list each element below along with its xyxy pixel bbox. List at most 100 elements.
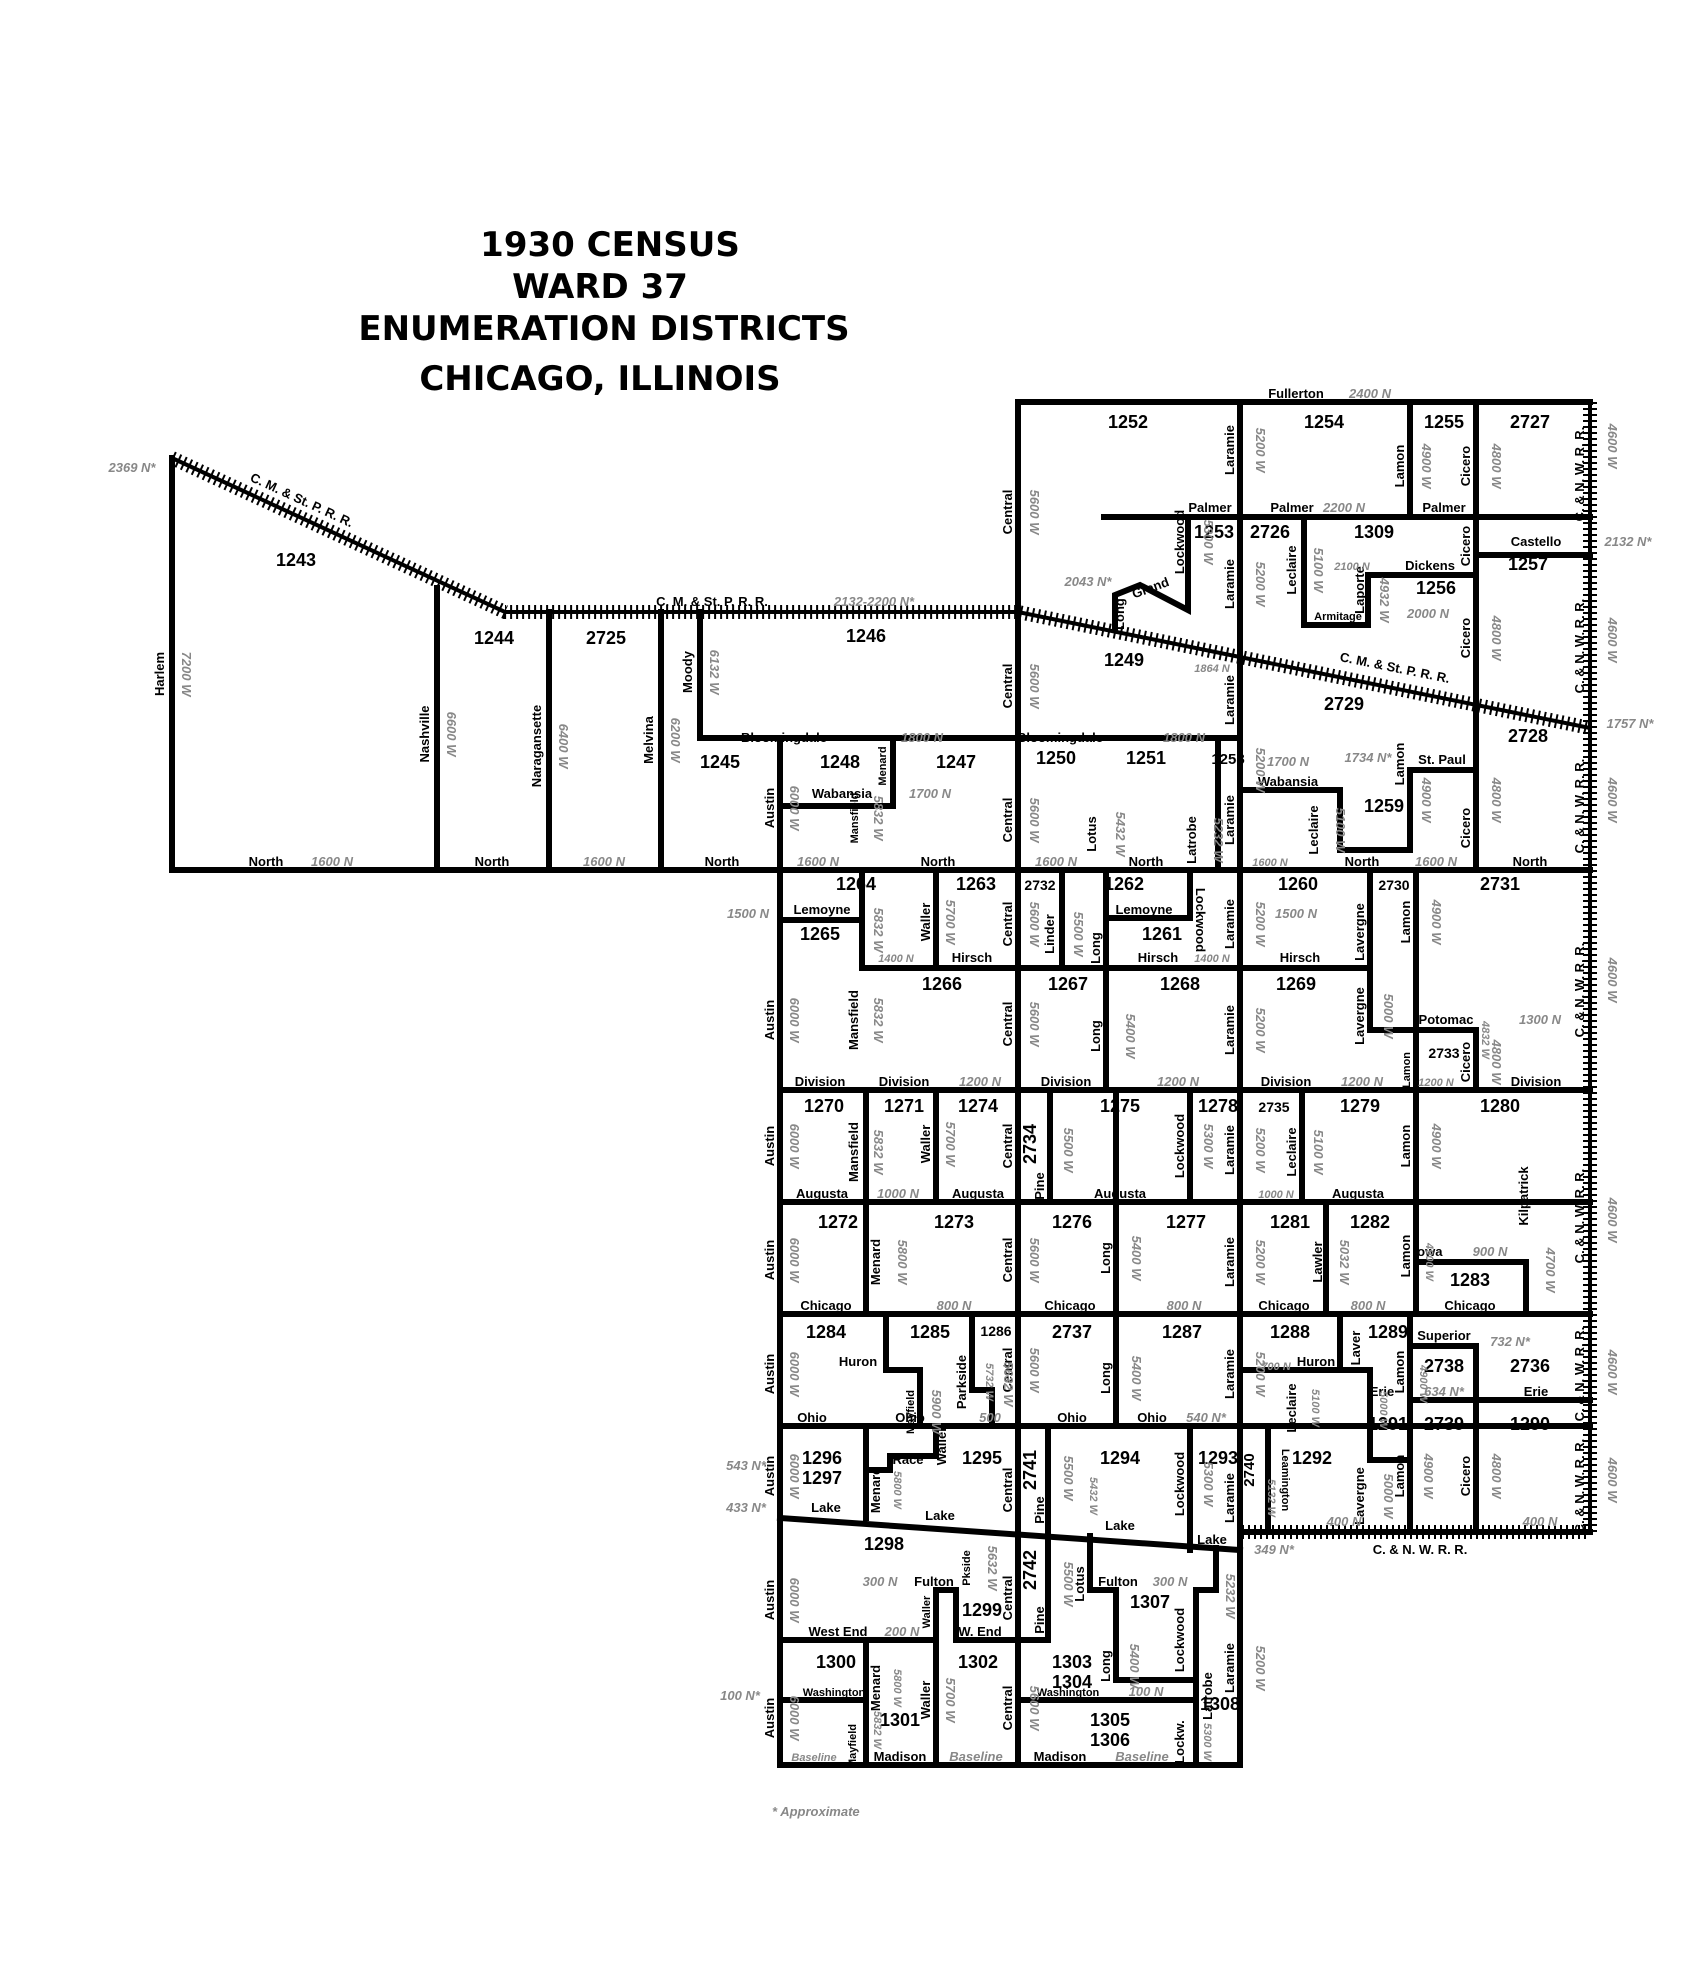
street-austin-4: Austin <box>762 1240 777 1281</box>
street-palmer-3: Palmer <box>1422 500 1465 515</box>
addr-400n-1: 400 N <box>1326 1514 1362 1529</box>
street-laramie-5: Laramie <box>1222 899 1237 949</box>
addr-5732w: 5732 W <box>983 1363 995 1403</box>
addr-2400n: 2400 N <box>1348 386 1392 401</box>
map-title: 1930 CENSUS WARD 37 ENUMERATION DISTRICT… <box>358 225 849 399</box>
addr-6000w-1: 6000 W <box>787 786 802 833</box>
street-long-1: Long <box>1088 932 1103 964</box>
street-fulton-2: Fulton <box>1098 1574 1138 1589</box>
district-1285: 1285 <box>910 1322 950 1342</box>
addr-5200w-9: 5200 W <box>1253 1646 1268 1693</box>
addr-5300w-4: 5300 W <box>1201 1723 1213 1763</box>
addr-800n-1: 800 N <box>937 1298 972 1313</box>
street-waller-1: Waller <box>918 903 933 942</box>
street-waller-2: Waller <box>918 1125 933 1164</box>
addr-4600w-2: 4600 W <box>1605 617 1620 665</box>
street-austin-6: Austin <box>762 1456 777 1497</box>
street-madison-1: Madison <box>874 1749 927 1764</box>
addr-1600n-6: 1600 N <box>1415 854 1458 869</box>
addr-5300w-3: 5300 W <box>1201 1462 1216 1509</box>
addr-4900w-4: 4900 W <box>1429 1123 1444 1171</box>
street-north-6: North <box>1345 854 1380 869</box>
street-cicero-1: Cicero <box>1458 446 1473 487</box>
district-2726: 2726 <box>1250 522 1290 542</box>
street-fullerton: Fullerton <box>1268 386 1324 401</box>
addr-5100w-4: 5100 W <box>1309 1389 1321 1429</box>
boundary-armitage-dickens <box>1301 514 1479 628</box>
street-lockwood-3: Lockwood <box>1172 1114 1187 1178</box>
district-2725: 2725 <box>586 628 626 648</box>
district-1272: 1272 <box>818 1212 858 1232</box>
street-central-11: Central <box>1000 1686 1015 1731</box>
boundary-central-fullerton <box>1015 399 1593 873</box>
baseline-2: Baseline <box>949 1749 1002 1764</box>
district-1278: 1278 <box>1198 1096 1238 1116</box>
addr-2000n: 2000 N <box>1406 606 1450 621</box>
street-bloomingdale-1: Bloomingdale <box>741 730 827 745</box>
street-bloomingdale-2: Bloomingdale <box>1017 730 1103 745</box>
boundary-2733 <box>1413 1027 1479 1093</box>
street-central-10: Central <box>1000 1576 1015 1621</box>
district-1263: 1263 <box>956 874 996 894</box>
addr-2369n: 2369 N* <box>108 460 157 475</box>
street-cicero-5: Cicero <box>1458 1042 1473 1083</box>
title-line-3: ENUMERATION DISTRICTS <box>358 309 849 349</box>
district-2729: 2729 <box>1324 694 1364 714</box>
street-lamon-8: Lamon <box>1392 1455 1407 1498</box>
street-labels-horizontal: Fullerton Palmer Palmer Palmer Castello … <box>249 386 1562 1764</box>
district-2735: 2735 <box>1258 1099 1289 1115</box>
district-labels: 1243 1244 2725 1246 1245 1248 1247 1252 … <box>276 412 1550 1750</box>
street-latrobe-1: Latrobe <box>1184 816 1199 864</box>
district-1304: 1304 <box>1052 1672 1092 1692</box>
addr-2200n: 2200 N <box>1322 500 1366 515</box>
street-huron-1: Huron <box>839 1354 877 1369</box>
addr-5100w-2: 5100 W <box>1333 808 1348 855</box>
district-1261: 1261 <box>1142 924 1182 944</box>
street-menard-1: Menard <box>877 746 889 785</box>
district-1259: 1259 <box>1364 796 1404 816</box>
district-2738: 2738 <box>1424 1356 1464 1376</box>
addr-1400n-2: 1400 N <box>1194 953 1231 965</box>
district-1293: 1293 <box>1198 1448 1238 1468</box>
street-augusta-4: Augusta <box>1332 1186 1385 1201</box>
district-1253: 1253 <box>1194 522 1234 542</box>
street-lockwood-4: Lockwood <box>1172 1452 1187 1516</box>
railroad-label-cnw-4: C. & N. W. R. R. <box>1572 943 1587 1038</box>
street-potomac: Potomac <box>1419 1012 1474 1027</box>
street-laver: Laver <box>1348 1331 1363 1366</box>
district-1292: 1292 <box>1292 1448 1332 1468</box>
addr-5400w-1: 5400 W <box>1123 1014 1138 1061</box>
district-1309: 1309 <box>1354 522 1394 542</box>
addr-6200w: 6200 W <box>668 718 683 765</box>
district-boundaries <box>169 399 1593 1768</box>
railroad-label-cnw-3: C. & N. W. R. R. <box>1572 759 1587 854</box>
district-1296: 1296 <box>802 1448 842 1468</box>
district-1300: 1300 <box>816 1652 856 1672</box>
street-laramie-3: Laramie <box>1222 675 1237 725</box>
addr-1700n-2: 1700 N <box>1267 754 1310 769</box>
district-1291: 1291 <box>1368 1414 1408 1434</box>
boundary-wabansia-east <box>1237 787 1343 853</box>
addr-1600n-3: 1600 N <box>797 854 840 869</box>
addr-349n: 349 N* <box>1254 1542 1295 1557</box>
street-lemoyne-2: Lemoyne <box>1115 902 1172 917</box>
street-palmer-1: Palmer <box>1188 500 1231 515</box>
addr-1400n-1: 1400 N <box>878 953 915 965</box>
street-north-7: North <box>1513 854 1548 869</box>
addr-5100w-1: 5100 W <box>1311 548 1326 595</box>
addr-800n-3: 800 N <box>1351 1298 1386 1313</box>
addr-5432w-2: 5432 W <box>1087 1477 1099 1517</box>
railroad-label-cnw-2: C. & N. W. R. R. <box>1572 599 1587 694</box>
street-cicero-2: Cicero <box>1458 526 1473 567</box>
address-labels: 2400 N 2369 N* 2200 N 2132 N* 2132-2200 … <box>108 386 1655 1764</box>
addr-5100w-3: 5100 W <box>1311 1130 1326 1177</box>
addr-5600w-7: 5600 W <box>1027 1348 1042 1395</box>
addr-5300w-1: 5300 W <box>1201 520 1216 567</box>
addr-5800w-1: 5800 W <box>895 1240 910 1287</box>
addr-5500w-1: 5500 W <box>1071 912 1086 959</box>
street-division-1: Division <box>795 1074 846 1089</box>
street-cicero-3: Cicero <box>1458 618 1473 659</box>
district-1295: 1295 <box>962 1448 1002 1468</box>
addr-540n: 540 N* <box>1186 1410 1227 1425</box>
district-1301: 1301 <box>880 1710 920 1730</box>
